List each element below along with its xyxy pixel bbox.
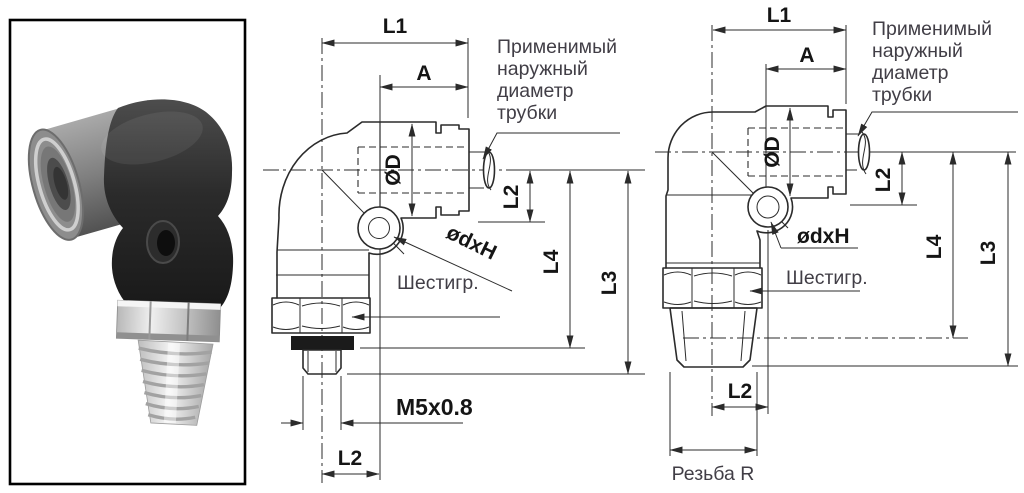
dim-l3: L3 <box>347 170 645 375</box>
dim-a-r: A <box>765 44 847 73</box>
cap-metal-ring <box>33 137 80 232</box>
dim-l3-r: L3 <box>752 151 1018 367</box>
dim-label-a: A <box>416 62 431 85</box>
hex-facet-lines-r <box>691 268 735 308</box>
dim-label-l2-side-r: L2 <box>872 168 895 193</box>
dim-od: ØD <box>382 123 416 217</box>
dim-label-od: ØD <box>382 154 405 186</box>
drawing-r-version: L1 A ØD Применимый наружный диаметр труб… <box>655 4 1018 485</box>
dim-thread-r: Резьба R <box>669 372 758 485</box>
dim-label-l3: L3 <box>598 271 621 296</box>
dim-label-od-r: ØD <box>761 136 784 168</box>
tube-note-r-line1: Применимый <box>872 18 992 40</box>
tube-note-line3: диаметр <box>497 80 574 102</box>
tube-note: Применимый наружный диаметр трубки <box>482 36 620 160</box>
hex-label: Шестигр. <box>397 272 479 294</box>
r-thread-outline <box>669 307 758 368</box>
dim-label-a-r: A <box>799 44 814 67</box>
dim-label-l2-bottom-r: L2 <box>728 380 753 403</box>
tube-note-line4: трубки <box>497 102 557 124</box>
dim-label-l1-r: L1 <box>767 4 792 27</box>
tube-note-r: Применимый наружный диаметр трубки <box>857 18 1018 137</box>
tube-note-leader-r <box>857 111 1018 137</box>
hidden-bore-lines-r <box>747 127 846 177</box>
hex-label-r: Шестигр. <box>786 267 868 289</box>
dim-l2-side-r: L2 <box>850 151 917 206</box>
boss-outer-circle-r <box>747 186 789 228</box>
dim-l2-bottom: L2 <box>321 447 380 478</box>
tube-outline-r <box>846 133 860 171</box>
tube-note-r-line4: трубки <box>872 84 932 106</box>
tube-note-leader <box>482 132 620 160</box>
body-seam-lines-r <box>666 194 760 264</box>
drawing-m5-version: L1 A ØD Применимый наружный диаметр труб… <box>263 15 645 483</box>
dim-label-odxh-r: ødxH <box>797 225 850 248</box>
product-photo <box>8 18 247 486</box>
dim-label-l1: L1 <box>383 15 408 38</box>
dim-od-r: ØD <box>761 107 794 197</box>
tube-note-r-line2: наружный <box>872 40 963 62</box>
dim-label-l2-bottom: L2 <box>338 447 363 470</box>
elbow-body-outline <box>276 121 470 299</box>
tube-note-r-line3: диаметр <box>872 62 949 84</box>
callout-odxh-r: ødxH <box>771 222 858 249</box>
dim-label-odxh: ødxH <box>443 221 500 265</box>
boss-outer-circle <box>357 206 401 250</box>
hex-nut-outline-r <box>662 267 763 309</box>
m5-stud-outline <box>302 349 342 375</box>
hex-chamfer-arcs <box>272 301 370 330</box>
photo-hex-nut <box>115 299 222 343</box>
gasket <box>291 336 354 350</box>
dim-label-l4-r: L4 <box>923 234 946 259</box>
photo-elbow-body <box>101 99 234 310</box>
hex-nut-outline <box>271 297 371 334</box>
dim-l4: L4 <box>360 170 585 349</box>
dim-a: A <box>379 62 469 91</box>
body-side-hole <box>157 230 175 256</box>
boss-inner-circle <box>368 217 390 239</box>
m5-thread-lines <box>307 351 337 372</box>
dim-label-m5: M5x0.8 <box>396 394 473 420</box>
dim-l4-r: L4 <box>683 151 968 339</box>
hex-chamfer-arcs-r <box>663 271 762 305</box>
dim-l1-r: L1 <box>712 4 847 104</box>
dim-label-l3-r: L3 <box>977 241 1000 266</box>
tube-note-line1: Применимый <box>497 36 617 58</box>
dim-label-l2-side: L2 <box>500 185 523 210</box>
r-thread-crest-lines <box>681 310 746 362</box>
body-seam-lines <box>276 249 369 276</box>
tube-note-line2: наружный <box>497 58 588 80</box>
callout-hex: Шестигр. <box>351 272 500 321</box>
hex-facet-lines <box>299 298 343 333</box>
dim-l2-bottom-r: L2 <box>711 230 769 414</box>
dim-l1: L1 <box>321 15 469 118</box>
dim-l2-side: L2 <box>478 170 545 223</box>
callout-m5: M5x0.8 <box>281 376 473 430</box>
r-thread-label: Резьба R <box>672 463 755 485</box>
dim-label-l4: L4 <box>540 249 563 274</box>
photo-thread <box>137 339 214 426</box>
